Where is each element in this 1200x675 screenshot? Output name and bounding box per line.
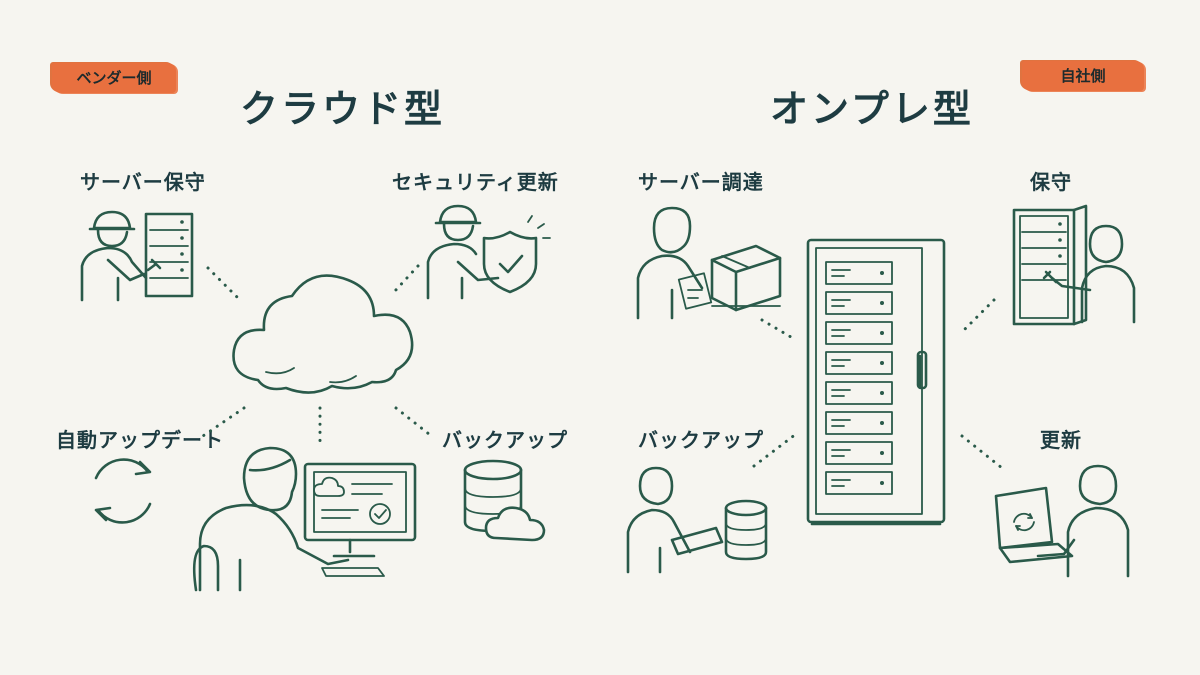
rack-slot-led (880, 271, 884, 275)
user-at-computer-icon (192, 446, 350, 592)
rack-slot (825, 321, 893, 345)
rack-slot (825, 471, 893, 495)
rack-slot (825, 411, 893, 435)
rack-slot (825, 261, 893, 285)
backup-worker-icon (626, 466, 724, 574)
onprem-item-backup: バックアップ (638, 428, 764, 452)
onprem-item-update: 更新 (1040, 428, 1082, 452)
connector-dots (198, 406, 246, 440)
monitor-icon (303, 462, 417, 577)
vendor-side-badge: ベンダー側 (52, 63, 176, 93)
connector-dots (958, 298, 996, 336)
rack-slot (825, 291, 893, 315)
cloud-item-server-maintenance: サーバー保守 (80, 170, 206, 194)
rack-slot-vent (831, 479, 851, 487)
rack-slot-vent (831, 449, 851, 457)
onprem-item-server-procurement: サーバー調達 (638, 170, 764, 194)
server-rack-small-icon (1012, 204, 1088, 326)
rack-slot (825, 381, 893, 405)
rack-slot-led (880, 331, 884, 335)
onprem-item-maintenance: 保守 (1030, 170, 1072, 194)
cloud-item-security-update: セキュリティ更新 (392, 170, 559, 194)
rack-slot-vent (831, 359, 851, 367)
server-rack-large-icon (806, 238, 946, 526)
cloud-title: クラウド型 (240, 87, 446, 131)
cloud-item-backup: バックアップ (442, 428, 568, 452)
rack-slot-vent (831, 329, 851, 337)
connector-dots (960, 434, 1004, 470)
rack-slot-vent (831, 299, 851, 307)
rack-slot-led (880, 421, 884, 425)
connector-dots (760, 318, 798, 342)
cloud-icon (232, 274, 414, 394)
rack-slot-led (880, 451, 884, 455)
rack-slot-led (880, 361, 884, 365)
onprem-title: オンプレ型 (770, 87, 974, 131)
procurement-worker-icon (636, 206, 713, 320)
cloud-item-auto-update: 自動アップデート (56, 428, 224, 452)
rack-slot-vent (831, 269, 851, 277)
server-rack-small-icon (144, 212, 194, 298)
connector-dots (394, 406, 436, 440)
technician-with-wrench-icon (80, 210, 162, 302)
connector-dots (206, 266, 242, 302)
laptop-icon (994, 486, 1074, 564)
rack-slot-led (880, 301, 884, 305)
database-cloud-icon (463, 459, 546, 542)
rack-slot-vent (831, 389, 851, 397)
database-icon (724, 499, 768, 561)
rack-slot-vent (831, 419, 851, 427)
update-worker-icon (1036, 464, 1130, 578)
rack-slot (825, 441, 893, 465)
in-house-side-badge: 自社側 (1022, 61, 1144, 91)
rack-slot-led (880, 391, 884, 395)
rack-slot-led (880, 481, 884, 485)
connector-dots (392, 264, 420, 294)
security-worker-icon (426, 204, 500, 300)
box-icon (710, 244, 782, 312)
rack-slot (825, 351, 893, 375)
connector-dots (752, 432, 798, 468)
sync-arrows-icon (94, 458, 152, 524)
shield-check-icon (482, 215, 551, 294)
maintenance-worker-icon (1042, 224, 1136, 324)
